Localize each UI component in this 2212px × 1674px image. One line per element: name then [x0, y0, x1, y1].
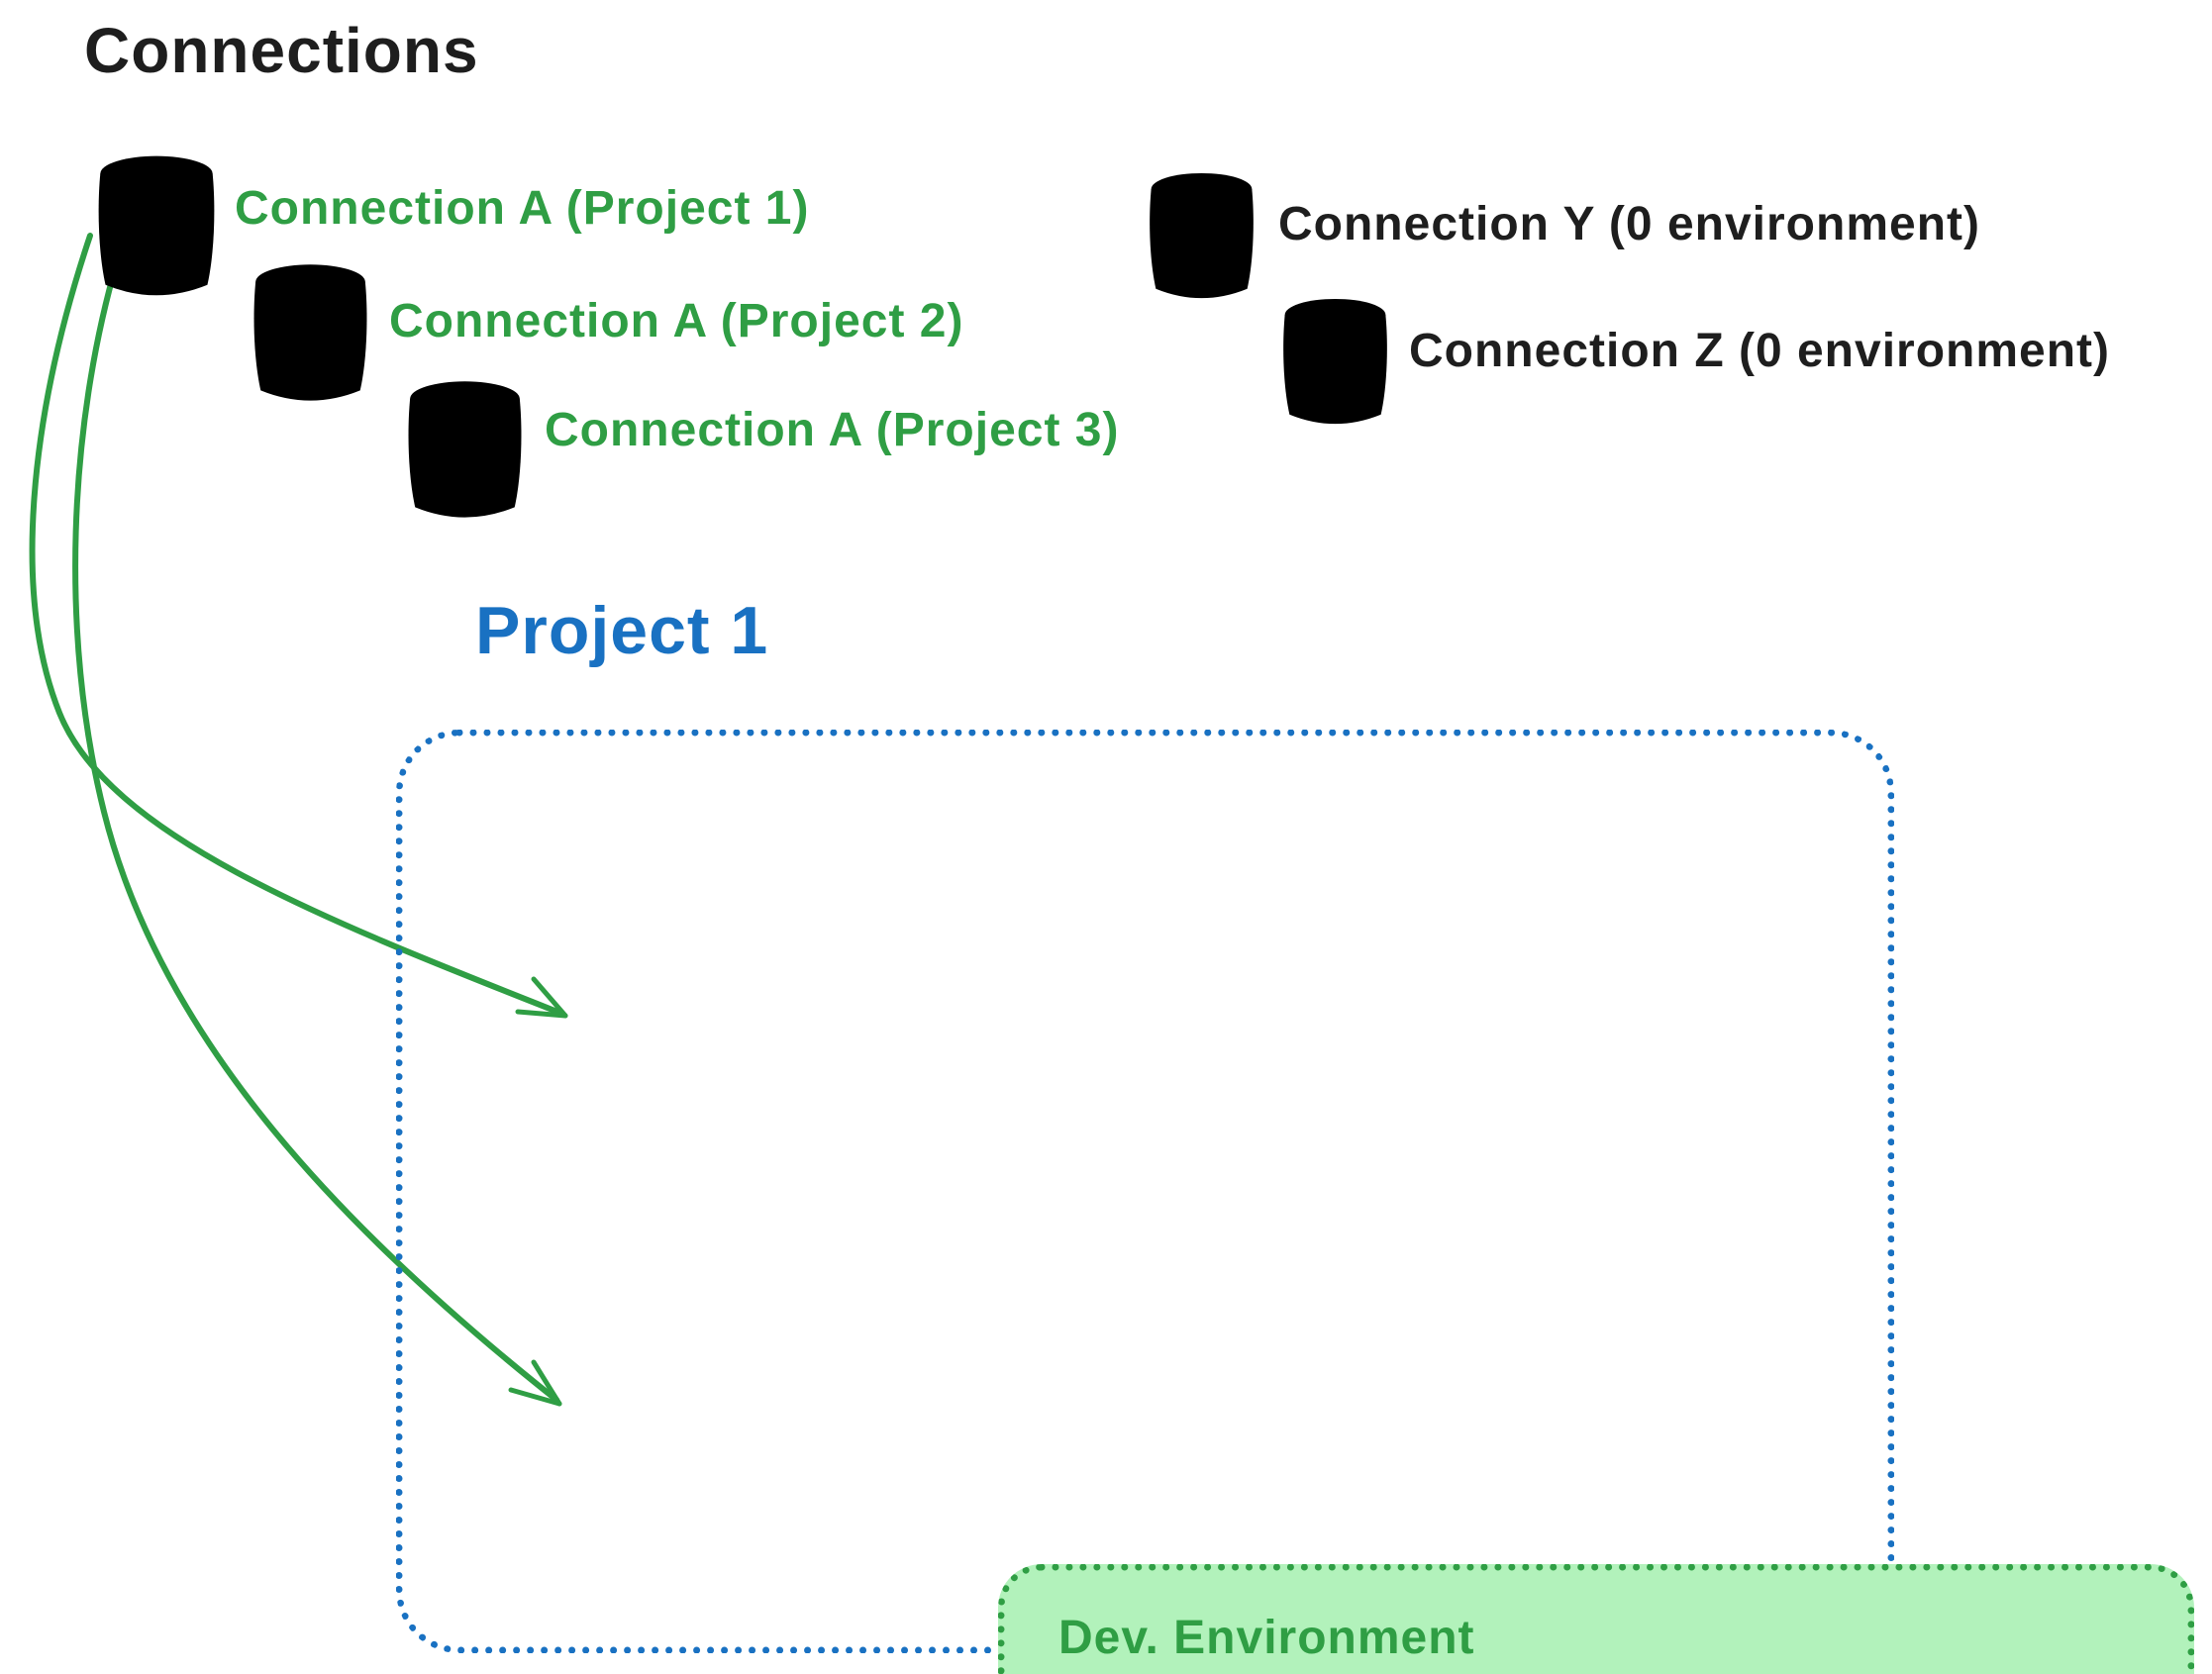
database-cylinder-icon: [1146, 165, 1257, 308]
connection-label: Connection A (Project 3): [545, 404, 1120, 456]
database-cylinder-icon: [250, 257, 371, 410]
project-box: Dev. Environment User Credentials : Cred…: [396, 730, 2194, 1674]
database-cylinder-icon: [94, 148, 219, 305]
connection-label: Connection Y (0 environment): [1278, 198, 1980, 250]
connection-label: Connection A (Project 2): [389, 295, 964, 347]
dev-environment-box: Dev. Environment User Credentials : Cred…: [998, 1564, 2194, 1674]
diagram-title: Connections: [84, 15, 479, 86]
environment-title: Dev. Environment: [1058, 1612, 1475, 1664]
project-title: Project 1: [475, 593, 769, 668]
database-cylinder-icon: [1279, 291, 1391, 434]
connection-label: Connection Z (0 environment): [1409, 325, 2111, 377]
database-cylinder-icon: [404, 374, 526, 527]
connection-label: Connection A (Project 1): [235, 182, 810, 235]
